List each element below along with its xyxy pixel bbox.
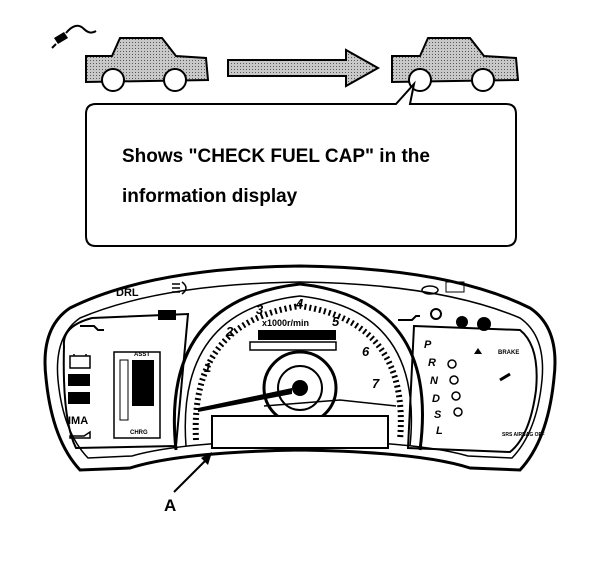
- asst-label: ASST: [134, 352, 150, 358]
- wrench-icon: [499, 372, 511, 382]
- fog-light-icon: [158, 310, 176, 320]
- tach-number-4: 4: [295, 296, 304, 311]
- gear-s: S: [434, 409, 442, 421]
- tach-band-1: [258, 330, 336, 340]
- tach-number-5: 5: [332, 314, 340, 329]
- ima-label: IMA: [68, 415, 88, 427]
- seatbelt-warning-icon: [430, 308, 442, 320]
- tach-needle: [198, 388, 292, 412]
- chrg-label: CHRG: [130, 430, 148, 436]
- rpm-unit-label: x1000r/min: [262, 318, 309, 328]
- left-indicator-panel: IMA ASST CHRG: [62, 310, 190, 450]
- gear-p: P: [424, 339, 432, 351]
- brake-system-indicator-icon: [445, 281, 465, 293]
- tach-number-2: 2: [225, 324, 234, 339]
- tach-number-7: 7: [372, 376, 380, 391]
- tachometer: 1 2 3 4 5 6 7 x1000r/min: [172, 282, 424, 451]
- washer-indicator-icon: [421, 285, 439, 295]
- malfunction-icon: [477, 317, 491, 331]
- tach-band-2: [249, 341, 337, 351]
- information-display: [211, 415, 389, 449]
- tach-hub-center: [292, 380, 308, 396]
- callout-text-line-2: information display: [122, 186, 298, 207]
- car-icon-before: [85, 37, 210, 92]
- gear-l: L: [436, 425, 443, 437]
- arrow-right-icon: [227, 48, 381, 88]
- gear-r: R: [428, 357, 436, 369]
- label-a: A: [164, 496, 177, 515]
- tire-pressure-icon: [456, 316, 468, 328]
- seatbelt-indicator-icon: [68, 374, 90, 386]
- brake-label: BRAKE: [498, 350, 519, 356]
- oil-indicator-icon: [68, 392, 90, 404]
- light-indicator-icon: [172, 281, 187, 295]
- right-indicator-panel: P R N D S L BRAKE SRS AIRBAG OFF: [398, 308, 545, 454]
- battery-icon: [69, 354, 91, 369]
- callout-text-line-1: Shows "CHECK FUEL CAP" in the: [122, 146, 430, 167]
- airbag-off-label: SRS AIRBAG OFF: [502, 432, 545, 438]
- cruise-indicator-icon: [80, 325, 104, 331]
- gear-n: N: [430, 375, 439, 387]
- security-icon: [474, 348, 482, 354]
- fuel-cap-icon: [51, 24, 97, 49]
- tach-number-3: 3: [256, 302, 264, 317]
- oil-pressure-icon: [69, 430, 91, 439]
- tach-number-6: 6: [362, 344, 370, 359]
- pointer-a-arrow: [173, 452, 212, 493]
- car-icon-after: [391, 37, 520, 92]
- door-open-icon: [398, 315, 420, 321]
- callout-box: [85, 80, 517, 247]
- tach-number-1: 1: [204, 360, 211, 375]
- drl-label: DRL: [116, 287, 139, 299]
- gear-d: D: [432, 393, 440, 405]
- assist-charge-gauge: ASST CHRG: [113, 351, 161, 439]
